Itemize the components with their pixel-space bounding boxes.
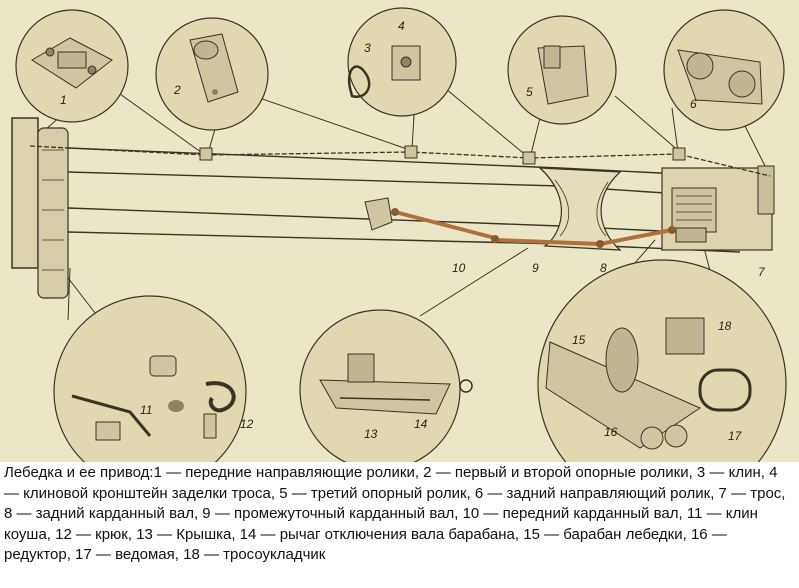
detail-thimble-hook (53, 295, 247, 462)
propeller-shafts (364, 197, 676, 248)
callout-9: 9 (532, 261, 539, 275)
callout-1: 1 (60, 93, 67, 107)
detail-winch-drum-assembly (537, 259, 787, 462)
intermediate-propeller-shaft (494, 238, 601, 246)
rear-roller-bracket (757, 165, 775, 215)
callout-14: 14 (414, 417, 428, 431)
winch-on-frame (671, 187, 717, 233)
callout-4: 4 (398, 19, 405, 33)
callout-2: 2 (173, 83, 181, 97)
callout-6: 6 (690, 97, 697, 111)
callout-16: 16 (604, 425, 618, 439)
callout-5: 5 (526, 85, 533, 99)
detail-cover-lever (299, 309, 473, 462)
rear-propeller-shaft (599, 228, 673, 246)
callout-17: 17 (728, 429, 743, 443)
detail-third-support-roller (507, 15, 617, 125)
winch-diagram: 1 2 3 4 5 6 7 8 9 10 11 12 13 14 15 16 1… (0, 0, 799, 462)
callout-7: 7 (758, 265, 766, 279)
callout-3: 3 (364, 41, 371, 55)
callout-10: 10 (452, 261, 466, 275)
callout-8: 8 (600, 261, 607, 275)
front-bumper (11, 117, 39, 269)
vehicle-frame (11, 117, 775, 299)
detail-front-guide-rollers (15, 9, 129, 123)
callout-11: 11 (140, 403, 152, 417)
figure-caption: Лебедка и ее привод:1 — передние направл… (4, 464, 786, 564)
detail-first-second-support-rollers (155, 17, 269, 131)
callout-18: 18 (718, 319, 732, 333)
callout-12: 12 (240, 417, 254, 431)
callout-15: 15 (572, 333, 586, 347)
detail-wedge-bracket (347, 7, 457, 117)
support-rollers-on-frame (199, 145, 686, 165)
callout-13: 13 (364, 427, 378, 441)
detail-rear-guide-roller (663, 9, 785, 131)
front-propeller-shaft (394, 210, 496, 240)
